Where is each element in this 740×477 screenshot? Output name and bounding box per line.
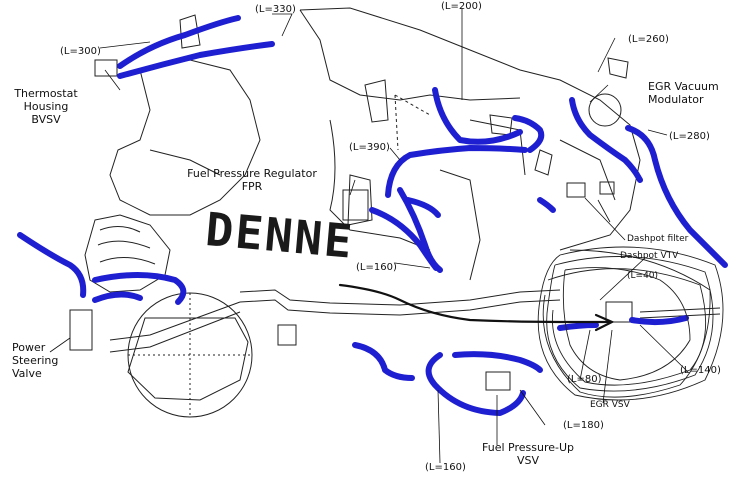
hose-length-160-mid: (L=160) <box>356 262 397 273</box>
hose-length-40: (L=40) <box>627 271 659 281</box>
hose-length-140: (L=140) <box>680 365 721 376</box>
hose-length-300: (L=300) <box>60 46 101 57</box>
fuel-pressure-up-label: Fuel Pressure-Up VSV <box>482 441 574 467</box>
pointer-arrow <box>338 283 615 332</box>
hose-length-280: (L=280) <box>669 131 710 142</box>
hose-length-330: (L=330) <box>255 4 296 15</box>
hose-length-160-bottom: (L=160) <box>425 462 466 473</box>
hose-length-80: (L=80) <box>567 374 602 385</box>
egr-vsv-label: EGR VSV <box>590 400 630 410</box>
hose-length-260: (L=260) <box>628 34 669 45</box>
handwritten-annotation: DENNE <box>203 202 357 269</box>
egr-modulator-label: EGR Vacuum Modulator <box>648 80 719 106</box>
dashpot-vtv-label: Dashpot VTV <box>620 251 679 261</box>
scribble-loops <box>537 246 724 401</box>
dashpot-filter-label: Dashpot filter <box>627 234 689 244</box>
thermostat-bvsv-label: Thermostat Housing BVSV <box>14 87 78 126</box>
hose-length-180: (L=180) <box>563 420 604 431</box>
hose-length-390: (L=390) <box>349 142 390 153</box>
fpr-label: Fuel Pressure Regulator FPR <box>187 167 317 193</box>
hose-length-200: (L=200) <box>441 1 482 12</box>
power-steering-label: Power Steering Valve <box>12 341 59 380</box>
vacuum-hoses <box>17 15 728 416</box>
